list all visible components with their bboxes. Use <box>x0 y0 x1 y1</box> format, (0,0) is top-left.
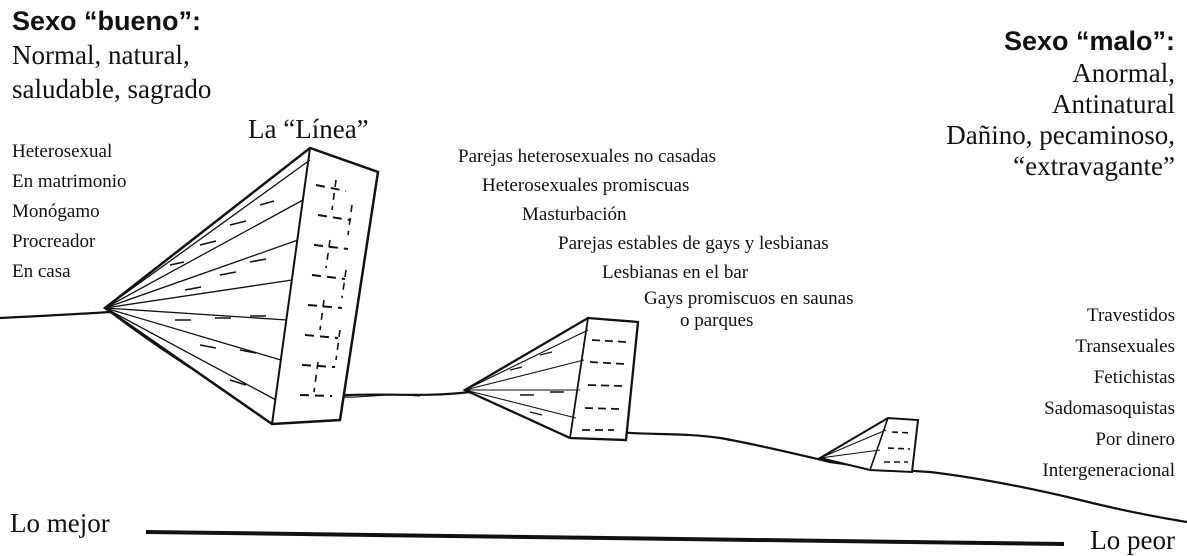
list-item: Travestidos <box>1087 305 1175 326</box>
bad-sex-heading: Sexo “malo”: <box>1003 26 1175 56</box>
list-item: En matrimonio <box>12 171 127 192</box>
scale-axis-line <box>145 530 1065 546</box>
list-item: Heterosexual <box>12 141 113 162</box>
list-item: Procreador <box>12 231 96 252</box>
list-item: Gays promiscuos en saunas <box>644 288 854 309</box>
list-item: Fetichistas <box>1093 367 1175 388</box>
bad-description-line: Dañino, pecaminoso, <box>946 120 1175 150</box>
good-items-list: Heterosexual En matrimonio Monógamo Proc… <box>12 137 127 287</box>
good-sex-description: Normal, natural, saludable, sagrado <box>12 38 211 106</box>
good-description-line: saludable, sagrado <box>12 74 212 104</box>
middle-items-list: Parejas heterosexuales no casadas Hetero… <box>458 142 854 331</box>
list-item: Por dinero <box>1095 429 1175 450</box>
list-item: Transexuales <box>1075 336 1175 357</box>
list-item: Monógamo <box>12 201 100 222</box>
good-sex-heading: Sexo “bueno”: <box>12 6 202 36</box>
bad-sex-description: Anormal, Antinatural Dañino, pecaminoso,… <box>946 58 1175 182</box>
wall-medium <box>462 316 640 442</box>
list-item: Intergeneracional <box>1042 460 1175 481</box>
good-description-line: Normal, natural, <box>12 40 190 70</box>
list-item: Parejas estables de gays y lesbianas <box>558 233 829 254</box>
list-item: o parques <box>680 310 754 331</box>
scale-worst-label: Lo peor <box>1090 525 1175 555</box>
list-item: Heterosexuales promiscuas <box>482 175 690 196</box>
scale-best-label: Lo mejor <box>10 508 110 538</box>
wall-large <box>102 146 380 426</box>
bad-description-line: “extravagante” <box>1013 151 1175 181</box>
list-item: Sadomasoquistas <box>1044 398 1175 419</box>
bad-items-list: Travestidos Transexuales Fetichistas Sad… <box>1042 300 1175 486</box>
bad-description-line: Antinatural <box>1052 89 1175 119</box>
line-title: La “Línea” <box>248 114 369 144</box>
bad-description-line: Anormal, <box>1072 58 1175 88</box>
list-item: Lesbianas en el bar <box>602 262 749 283</box>
list-item: En casa <box>12 261 71 282</box>
list-item: Masturbación <box>522 204 627 225</box>
wall-small <box>817 416 920 474</box>
list-item: Parejas heterosexuales no casadas <box>458 146 716 167</box>
